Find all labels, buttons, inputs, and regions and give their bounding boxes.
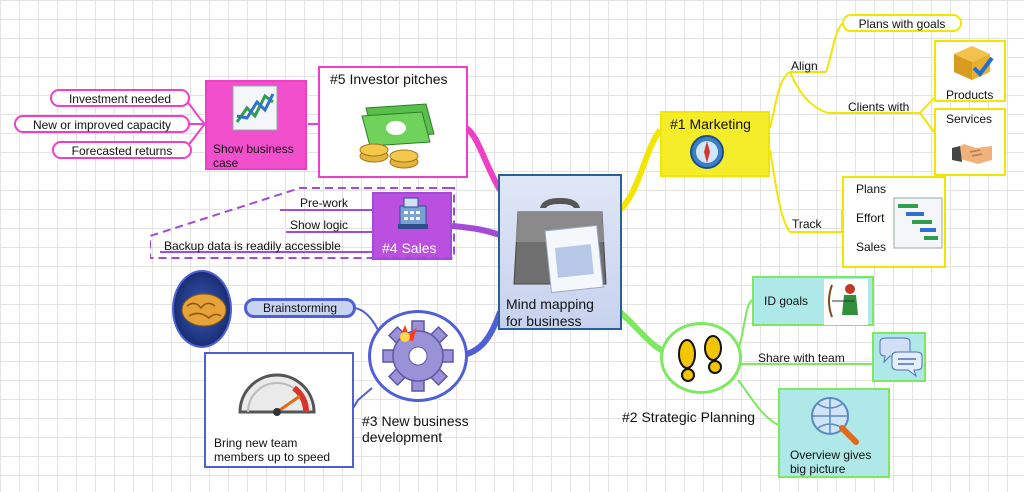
products-box-icon xyxy=(950,44,994,80)
plans-with-goals-node[interactable]: Plans with goals xyxy=(842,14,962,32)
track-node[interactable]: Plans Effort Sales xyxy=(842,176,946,268)
services-node[interactable]: Services xyxy=(934,108,1006,176)
globe-magnifier-icon xyxy=(808,394,858,444)
clients-with: Clients with xyxy=(848,100,909,114)
marketing-align: Align xyxy=(791,59,818,73)
marketing-topic[interactable]: #1 Marketing xyxy=(660,111,770,177)
sales-backup: Backup data is readily accessible xyxy=(164,239,341,253)
new-capacity-node[interactable]: New or improved capacity xyxy=(14,115,190,133)
compass-icon xyxy=(690,135,724,169)
track-item-effort: Effort xyxy=(856,211,884,225)
central-topic[interactable]: Mind mapping for business xyxy=(498,174,622,330)
gear-icon xyxy=(381,319,455,393)
share-with-team-icon-node[interactable] xyxy=(872,332,926,382)
show-business-line1: Show business xyxy=(213,142,294,156)
gantt-chart-icon xyxy=(894,198,944,250)
brain-image-node[interactable] xyxy=(172,270,232,348)
footprints-icon xyxy=(673,334,729,384)
brainstorming-node[interactable]: Brainstorming xyxy=(244,298,356,318)
services-label: Services xyxy=(946,112,992,126)
track-item-sales: Sales xyxy=(856,240,886,254)
show-business-line2: case xyxy=(213,156,238,170)
id-goals-node[interactable]: ID goals xyxy=(752,276,874,326)
chat-bubbles-icon xyxy=(878,338,922,376)
bring-team-line1: Bring new team xyxy=(214,436,297,450)
briefcase-icon xyxy=(510,198,610,298)
brain-icon xyxy=(179,290,229,330)
new-business-title-line1: #3 New business xyxy=(362,413,469,429)
gauge-icon xyxy=(236,368,318,414)
forecasted-returns-node[interactable]: Forecasted returns xyxy=(52,141,192,159)
strategic-title: #2 Strategic Planning xyxy=(622,409,755,425)
products-label: Products xyxy=(946,88,993,102)
share-with-team-label: Share with team xyxy=(758,351,845,365)
archer-icon xyxy=(824,279,868,325)
handshake-icon xyxy=(950,138,994,168)
marketing-track: Track xyxy=(792,217,822,231)
money-icon xyxy=(352,104,442,168)
track-item-plans: Plans xyxy=(856,182,886,196)
central-title-line2: for business xyxy=(506,313,581,330)
sales-pre-work: Pre-work xyxy=(300,196,348,210)
overview-line2: big picture xyxy=(790,462,845,476)
central-title-line1: Mind mapping xyxy=(506,296,594,313)
products-node[interactable]: Products xyxy=(934,40,1006,102)
investor-title: #5 Investor pitches xyxy=(330,71,448,87)
investor-topic[interactable]: #5 Investor pitches xyxy=(318,66,468,178)
id-goals-label: ID goals xyxy=(764,294,808,308)
bring-team-line2: members up to speed xyxy=(214,450,330,464)
strategic-footprints-node[interactable] xyxy=(660,322,742,394)
investment-needed-node[interactable]: Investment needed xyxy=(50,89,190,107)
line-chart-icon xyxy=(233,86,279,132)
bring-team-node[interactable]: Bring new team members up to speed xyxy=(204,352,354,468)
overview-line1: Overview gives xyxy=(790,448,871,462)
new-business-gear-node[interactable] xyxy=(368,310,468,402)
show-business-case-node[interactable]: Show business case xyxy=(205,80,307,170)
sales-show-logic: Show logic xyxy=(290,218,348,232)
overview-node[interactable]: Overview gives big picture xyxy=(778,388,890,478)
new-business-title-line2: development xyxy=(362,429,442,445)
marketing-title: #1 Marketing xyxy=(670,116,751,132)
